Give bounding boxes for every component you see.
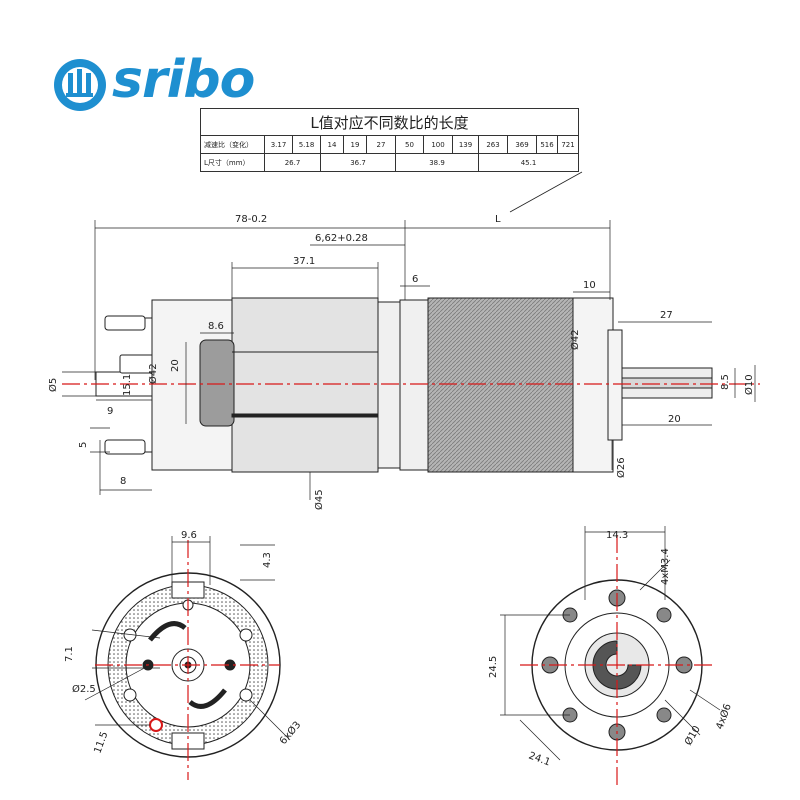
sribo-logo-icon (54, 59, 106, 111)
dim-20-left: 20 (170, 359, 181, 372)
dim-overall-length: 78-0.2 (235, 214, 267, 225)
dim-7-1: 7.1 (64, 646, 75, 662)
dim-phi45: Ø45 (313, 489, 325, 510)
dim-8-5: 8.5 (720, 374, 731, 390)
dim-14-3: 14.3 (606, 530, 628, 541)
length-spec-table: L值对应不同数比的长度 减速比（变化） 3.17 5.18 14 19 27 5… (200, 108, 579, 172)
dim-24-1: 24.1 (527, 750, 552, 768)
dim-10: 10 (583, 280, 596, 291)
dim-5: 5 (78, 442, 89, 448)
dim-9-6: 9.6 (181, 530, 197, 541)
dim-6-62: 6,62+0.28 (315, 233, 368, 244)
length-row: L尺寸（mm） 26.7 36.7 38.9 45.1 (200, 153, 579, 172)
dim-27: 27 (660, 310, 673, 321)
dim-phi10: Ø10 (743, 374, 755, 395)
dim-6: 6 (412, 274, 418, 285)
dim-phi2-5: Ø2.5 (72, 683, 96, 695)
dim-37-1: 37.1 (293, 256, 315, 267)
dim-4xm3-4: 4xM3.4 (660, 548, 671, 585)
dim-phi10-front: Ø10 (682, 724, 703, 748)
side-view (95, 297, 713, 473)
dim-9: 9 (107, 406, 113, 417)
dim-phi42-right: Ø42 (569, 329, 581, 350)
brand-name: sribo (112, 50, 255, 110)
table-title: L值对应不同数比的长度 (200, 108, 579, 136)
dim-20-right: 20 (668, 414, 681, 425)
dim-phi26: Ø26 (615, 457, 627, 478)
rear-end-view (95, 572, 281, 758)
length-cell: 38.9 (395, 153, 479, 172)
dim-6xphi3: 6xØ3 (277, 719, 303, 747)
dim-phi42-left: Ø42 (147, 363, 159, 384)
dim-15-1: 15.1 (122, 374, 133, 396)
dim-8-6: 8.6 (208, 321, 224, 332)
dim-8: 8 (120, 476, 126, 487)
dim-11-5: 11.5 (92, 730, 110, 755)
dim-phi5: Ø5 (47, 378, 59, 392)
dim-24-5: 24.5 (488, 656, 499, 678)
dim-4-3: 4.3 (262, 552, 273, 568)
dim-L: L (495, 214, 501, 225)
dim-4xphi6: 4xØ6 (714, 702, 734, 731)
length-cell: 45.1 (478, 153, 579, 172)
